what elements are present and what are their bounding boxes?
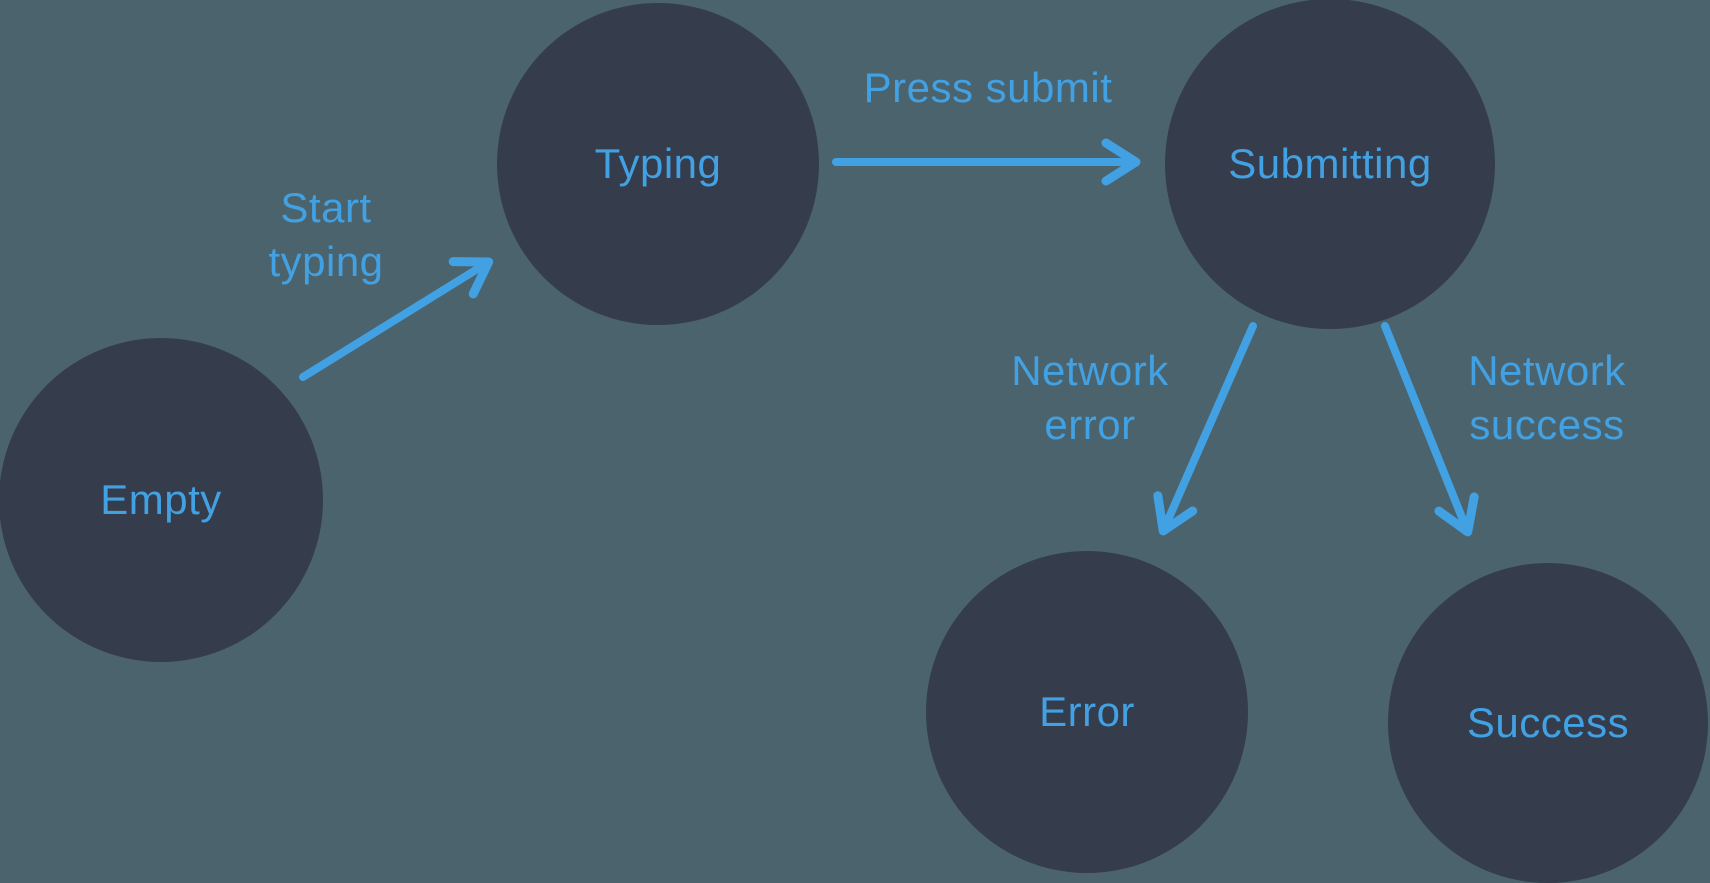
state-node-typing: Typing (497, 3, 819, 325)
state-label-empty: Empty (100, 476, 222, 523)
state-label-success: Success (1466, 699, 1630, 746)
edge-label-network-success: Network success (1468, 347, 1626, 448)
edge-empty-to-typing-arrow (299, 257, 494, 381)
state-label-submitting: Submitting (1228, 140, 1432, 187)
state-node-success: Success (1388, 563, 1708, 883)
edge-label-network-error: Network error (1011, 347, 1169, 448)
edge-label-start-typing: Start typing (268, 184, 384, 285)
state-node-empty: Empty (0, 338, 323, 662)
state-label-typing: Typing (594, 140, 722, 187)
edge-label-press-submit: Press submit (863, 64, 1113, 111)
state-node-error: Error (926, 551, 1248, 873)
state-node-submitting: Submitting (1165, 0, 1495, 329)
edge-submitting-to-success-arrow (1381, 322, 1479, 537)
edge-submitting-to-error-arrow (1153, 322, 1257, 536)
state-label-error: Error (1039, 688, 1135, 735)
